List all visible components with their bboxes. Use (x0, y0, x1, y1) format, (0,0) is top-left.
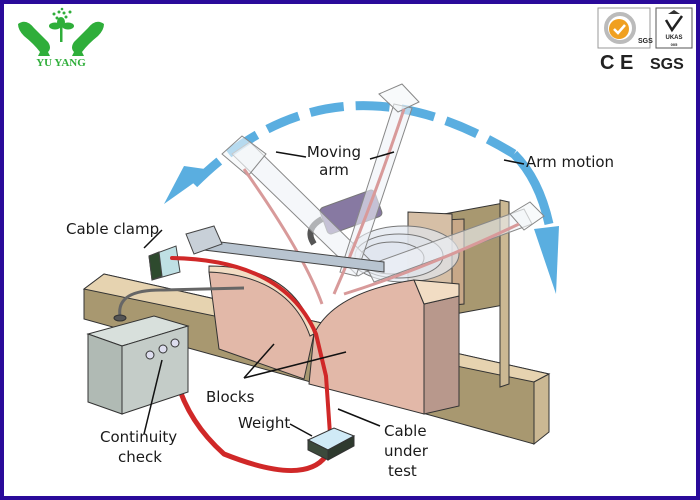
label-continuity-check-2: check (118, 448, 162, 466)
cable-clamp-assembly (148, 225, 385, 281)
arm-head-left (221, 135, 267, 177)
terminal-3 (170, 338, 180, 348)
crown-icon (668, 10, 680, 14)
label-cable-clamp: Cable clamp (66, 220, 159, 238)
diagram-labels: Moving arm Arm motion Cable clamp Blocks… (66, 143, 614, 480)
ground-wire (118, 286, 245, 317)
ghost-cable-right (343, 222, 520, 296)
terminal-1 (145, 350, 155, 360)
leader-lines (143, 151, 525, 437)
label-blocks: Blocks (206, 388, 255, 406)
clamp-cylinder (185, 225, 223, 255)
cable-upper (170, 256, 332, 436)
sgs-badge-text: SGS (638, 38, 653, 45)
sgs-check-circle-icon (609, 19, 629, 39)
block-right-side (423, 295, 460, 415)
blocks (208, 265, 460, 415)
yuyang-logo: YU YANG (18, 7, 104, 69)
label-moving-arm-2: arm (319, 161, 349, 179)
check-icon (613, 24, 626, 35)
label-continuity-check-1: Continuity (100, 428, 177, 446)
terminal-2 (158, 344, 168, 354)
hands-holding-plant-icon (18, 7, 104, 56)
label-cable-under-test-2: under (384, 442, 429, 460)
label-arm-motion: Arm motion (526, 153, 614, 171)
cable-flex-test-diagram: YU YANG SGS UKAS 005 C E SGS (18, 7, 693, 480)
ghost-cable-left (242, 168, 324, 305)
arc-path-right (510, 150, 554, 225)
sgs-mark: SGS (650, 56, 684, 73)
weight (306, 427, 356, 461)
label-cable-under-test-1: Cable (384, 422, 427, 440)
arc-arrowhead-left (164, 166, 212, 204)
ce-mark: C E (600, 52, 633, 74)
arm-head-center (378, 83, 420, 113)
arc-arrowhead-right (534, 226, 559, 294)
ukas-check-icon (664, 15, 684, 33)
certification-badges: SGS UKAS 005 C E SGS (597, 7, 693, 74)
label-cable-under-test-3: test (388, 462, 417, 480)
ukas-sub-text: 005 (671, 42, 678, 47)
cable-clamp-side (148, 251, 163, 281)
wire-grommet (113, 314, 127, 322)
ghost-cable-center (332, 108, 406, 295)
ukas-badge-text: UKAS (665, 35, 682, 41)
moving-arms (221, 83, 545, 305)
label-moving-arm-1: Moving (307, 143, 361, 161)
continuity-check-box (86, 286, 245, 415)
block-right-top (413, 279, 460, 305)
logo-text: YU YANG (36, 57, 86, 69)
label-weight: Weight (238, 414, 290, 432)
sgs-ring (604, 12, 636, 44)
